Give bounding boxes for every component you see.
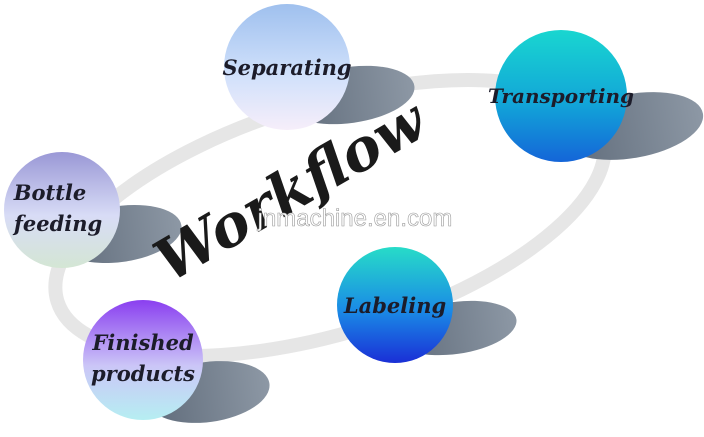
finished-products-bubble bbox=[83, 300, 203, 420]
watermark-text: jnmachine.en.com bbox=[257, 205, 453, 232]
bottle-feeding-label-line-2: feeding bbox=[12, 211, 102, 236]
bottle-feeding-label-line-1: Bottle bbox=[13, 180, 87, 205]
transporting-label: Transporting bbox=[488, 84, 634, 108]
node-transporting: Transporting bbox=[488, 30, 634, 162]
node-finished-products: Finished products bbox=[83, 300, 203, 420]
labeling-bubble bbox=[337, 247, 453, 363]
finished-products-label-line-2: products bbox=[91, 361, 195, 386]
node-bottle-feeding: Bottle feeding bbox=[4, 152, 120, 268]
bottle-feeding-bubble bbox=[4, 152, 120, 268]
separating-bubble bbox=[224, 4, 350, 130]
node-labeling: Labeling bbox=[337, 247, 453, 363]
transporting-bubble bbox=[495, 30, 627, 162]
finished-products-label-line-1: Finished bbox=[91, 330, 194, 355]
node-separating: Separating bbox=[222, 4, 352, 130]
labeling-label: Labeling bbox=[343, 293, 446, 318]
separating-label: Separating bbox=[222, 55, 351, 80]
